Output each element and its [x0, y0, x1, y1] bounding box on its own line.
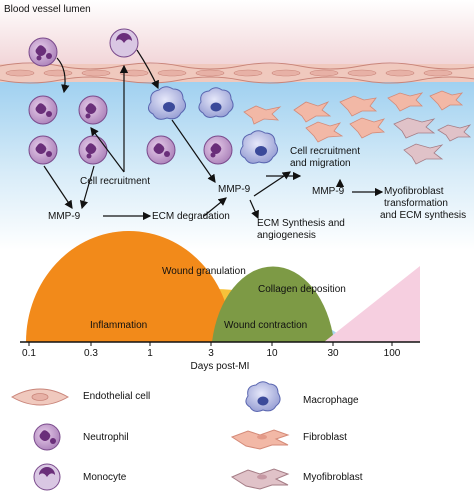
tick-label: 0.1 [22, 348, 36, 359]
legend-macrophage-label: Macrophage [303, 395, 359, 406]
neutrophil-cell [203, 135, 233, 165]
ecm-synthesis-line2: angiogenesis [257, 230, 316, 241]
legend-endothelial-label: Endothelial cell [83, 391, 151, 402]
cell-recruitment-label: Cell recruitment [80, 176, 151, 187]
collagen-deposition-label: Collagen deposition [258, 284, 346, 295]
legend-fibroblast-label: Fibroblast [303, 432, 347, 443]
wound-contraction-label: Wound contraction [224, 320, 308, 331]
neutrophil-cell [28, 135, 58, 165]
legend-neutrophil-label: Neutrophil [83, 432, 129, 443]
tick-label: 0.3 [84, 348, 98, 359]
cell-recruit-migr-line1: Cell recruitment [290, 146, 361, 157]
tick-label: 30 [327, 348, 339, 359]
tick-label: 3 [208, 348, 214, 359]
days-axis [20, 341, 420, 346]
mmp9-left-label: MMP-9 [48, 211, 81, 222]
myofibroblast-phase [324, 266, 420, 342]
inflammation-label: Inflammation [90, 320, 148, 331]
tick-label: 100 [383, 348, 401, 359]
legend-monocyte-label: Monocyte [83, 472, 127, 483]
legend-macrophage-icon [245, 381, 281, 412]
legend-monocyte-icon [33, 463, 61, 491]
tick-label: 10 [266, 348, 278, 359]
myofibroblast-cluster [393, 117, 472, 165]
cell-recruit-migr-line2: and migration [290, 158, 351, 169]
legend-myofibroblast-label: Myofibroblast [303, 472, 363, 483]
mmp9-right-label: MMP-9 [312, 186, 345, 197]
flow-arrows [43, 49, 384, 221]
legend-endothelial-icon [10, 388, 70, 406]
legend-myofibroblast-icon [230, 468, 290, 490]
neutrophil-cell [28, 95, 58, 125]
wound-granulation-label: Wound granulation [162, 266, 246, 277]
lumen-background [0, 0, 474, 68]
macrophage-cell [198, 87, 234, 118]
wound-contraction-phase [212, 266, 334, 342]
ecm-degradation-label: ECM degradation [152, 211, 230, 222]
tick-label: 1 [147, 348, 153, 359]
endothelial-layer [0, 62, 474, 84]
neutrophil-cell [28, 37, 58, 67]
macrophage-cell [239, 130, 279, 164]
macrophage-cell [147, 86, 187, 120]
neutrophil-cell [78, 95, 108, 125]
legend-fibroblast-icon [230, 429, 290, 450]
inflammation-phase [26, 230, 232, 342]
timeline-phases [26, 230, 420, 342]
monocyte-cell [109, 28, 139, 58]
axis-label: Days post-MI [190, 361, 250, 372]
ecm-synthesis-line1: ECM Synthesis and [257, 218, 345, 229]
myofib-line3: and ECM synthesis [380, 210, 467, 221]
myofib-line1: Myofibroblast [384, 186, 444, 197]
myofib-line2: transformation [384, 198, 448, 209]
legend-neutrophil-icon [33, 423, 61, 451]
neutrophil-cell [146, 135, 176, 165]
lumen-label: Blood vessel lumen [4, 4, 91, 15]
fibroblast-cluster [243, 90, 464, 143]
mmp9-mid-label: MMP-9 [218, 184, 251, 195]
neutrophil-cell [78, 135, 108, 165]
